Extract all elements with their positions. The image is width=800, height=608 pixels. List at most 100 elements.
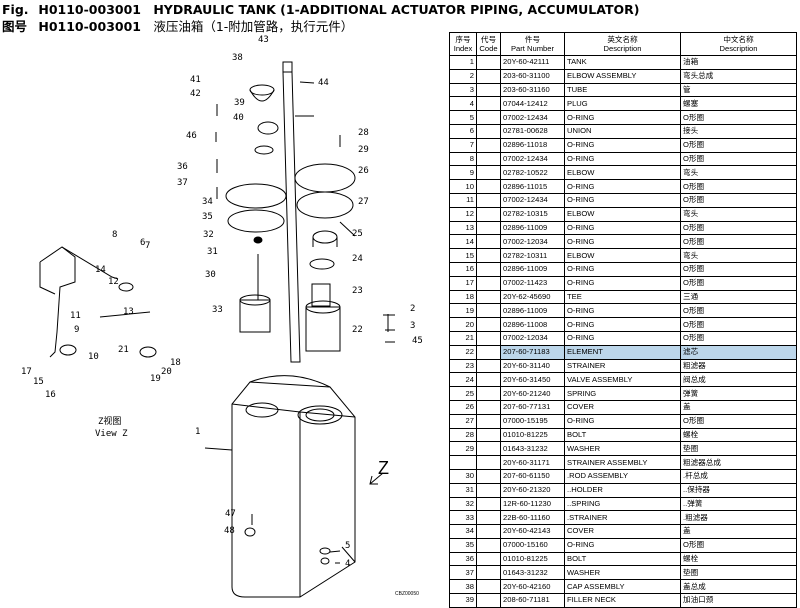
callout-17: 17 (21, 367, 32, 377)
cell-part-number: 20Y-62-45690 (500, 289, 565, 305)
callout-36: 36 (177, 162, 188, 172)
cell-code (476, 482, 501, 498)
figure-title-en: Fig. H0110-003001 HYDRAULIC TANK (1-ADDI… (2, 2, 639, 17)
cell-part-number: 02781-00628 (500, 123, 565, 139)
cell-index: 23 (449, 358, 477, 374)
cell-description-cn: 弯头 (680, 248, 797, 263)
cell-description-en: BOLT (564, 427, 681, 443)
cell-code (476, 317, 501, 332)
callout-43: 43 (258, 35, 269, 45)
cell-code (476, 123, 501, 139)
fig-prefix: Fig. (2, 2, 29, 17)
callout-37: 37 (177, 178, 188, 188)
cell-code (476, 68, 501, 84)
cell-code (476, 179, 501, 194)
cell-description-cn: O形圈 (680, 234, 797, 250)
view-z-letter: Z (378, 458, 389, 478)
cell-description-en: FILLER NECK (564, 593, 681, 608)
cell-description-cn: 三通 (680, 289, 797, 305)
cell-code (476, 427, 501, 443)
cell-part-number: 07044-12412 (500, 96, 565, 112)
cell-code (476, 399, 501, 415)
callout-14: 14 (95, 265, 106, 275)
callout-42: 42 (190, 89, 201, 99)
view-label-cn: Z视图 (98, 415, 121, 427)
cell-description-en: ..SPRING (564, 496, 681, 512)
callout-25: 25 (352, 229, 363, 239)
cell-part-number: 02782-10522 (500, 165, 565, 181)
cell-part-number: 208-60-71181 (500, 593, 565, 608)
cell-description-en: COVER (564, 399, 681, 415)
callout-19: 19 (150, 374, 161, 384)
callout-5: 5 (345, 541, 350, 551)
cell-part-number: 207-60-61150 (500, 468, 565, 484)
cell-description-en: O-RING (564, 303, 681, 319)
cell-description-cn: O形圈 (680, 179, 797, 194)
cell-code (476, 137, 501, 153)
callout-46: 46 (186, 131, 197, 141)
cell-description-en: O-RING (564, 413, 681, 429)
cell-description-cn: 螺塞 (680, 96, 797, 112)
callout-20: 20 (161, 367, 172, 377)
callout-2: 2 (410, 304, 415, 314)
cell-description-cn: 粗滤器 (680, 358, 797, 374)
cell-code (476, 206, 501, 222)
cell-part-number: 01010-81225 (500, 427, 565, 443)
cell-description-cn: 弯头 (680, 165, 797, 181)
cell-description-cn: 垫圈 (680, 565, 797, 581)
cell-index: 7 (449, 137, 477, 153)
cell-index: 28 (449, 427, 477, 443)
cell-code (476, 441, 501, 457)
cell-part-number: 203-60-31160 (500, 82, 565, 98)
cell-index: 39 (449, 593, 477, 608)
cell-index: 26 (449, 399, 477, 415)
cell-description-cn: 粗滤器总成 (680, 455, 797, 470)
cell-description-cn: .粗滤器 (680, 510, 797, 526)
callout-33: 33 (212, 305, 223, 315)
cell-index: 20 (449, 317, 477, 332)
cell-description-en: STRAINER (564, 358, 681, 374)
cell-index (449, 455, 477, 470)
